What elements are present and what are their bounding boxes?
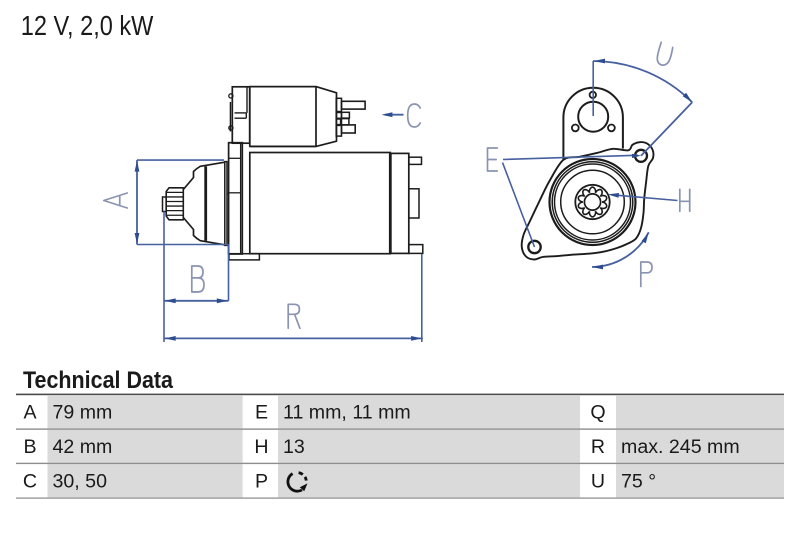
- svg-text:E: E: [255, 402, 268, 424]
- svg-text:U: U: [591, 471, 605, 493]
- svg-text:H: H: [254, 436, 268, 458]
- svg-text:R: R: [591, 436, 605, 458]
- svg-text:13: 13: [283, 436, 305, 458]
- svg-text:Q: Q: [590, 402, 605, 424]
- svg-text:B: B: [23, 436, 36, 458]
- svg-text:42 mm: 42 mm: [53, 436, 113, 458]
- svg-text:max. 245 mm: max. 245 mm: [621, 436, 740, 458]
- svg-text:P: P: [255, 471, 268, 493]
- svg-text:Technical Data: Technical Data: [23, 367, 173, 394]
- svg-text:79 mm: 79 mm: [53, 402, 113, 424]
- svg-text:C: C: [23, 471, 37, 493]
- svg-text:30, 50: 30, 50: [53, 471, 108, 493]
- svg-text:11 mm, 11 mm: 11 mm, 11 mm: [283, 402, 411, 424]
- svg-text:A: A: [23, 402, 37, 424]
- svg-text:75 °: 75 °: [621, 471, 656, 493]
- svg-text:12 V, 2,0 kW: 12 V, 2,0 kW: [21, 9, 154, 41]
